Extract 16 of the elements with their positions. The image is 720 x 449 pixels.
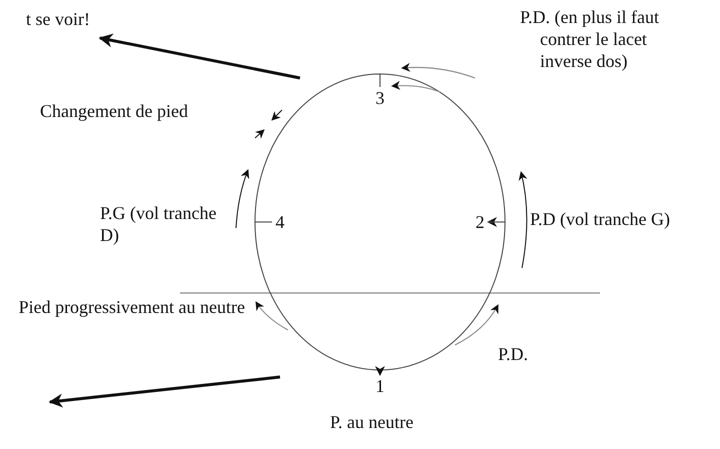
- annotation-text: Changement de pied: [40, 100, 189, 122]
- phase-number: 3: [372, 87, 388, 109]
- annotation-text: P.D (vol tranche G): [530, 208, 670, 230]
- phase-number: 2: [472, 211, 488, 233]
- annotation-text: P.D. (en plus il faut contrer le lacet inverse dos): [520, 6, 660, 72]
- thick-arrow: [98, 34, 300, 80]
- annotation-text: P. au neutre: [330, 411, 414, 433]
- cycle-arc: [254, 74, 380, 222]
- phase-number: 1: [372, 375, 388, 397]
- cycle-arc: [380, 74, 506, 222]
- note-text: t se voir!: [0, 8, 90, 30]
- annotation-text: Pied progressivement au neutre: [18, 296, 245, 318]
- cycle-arrow: [254, 222, 385, 376]
- annotation-text: P.G (vol tranche D): [100, 202, 218, 246]
- phase-number: 4: [272, 211, 288, 233]
- annotation-text: P.D.: [498, 343, 530, 365]
